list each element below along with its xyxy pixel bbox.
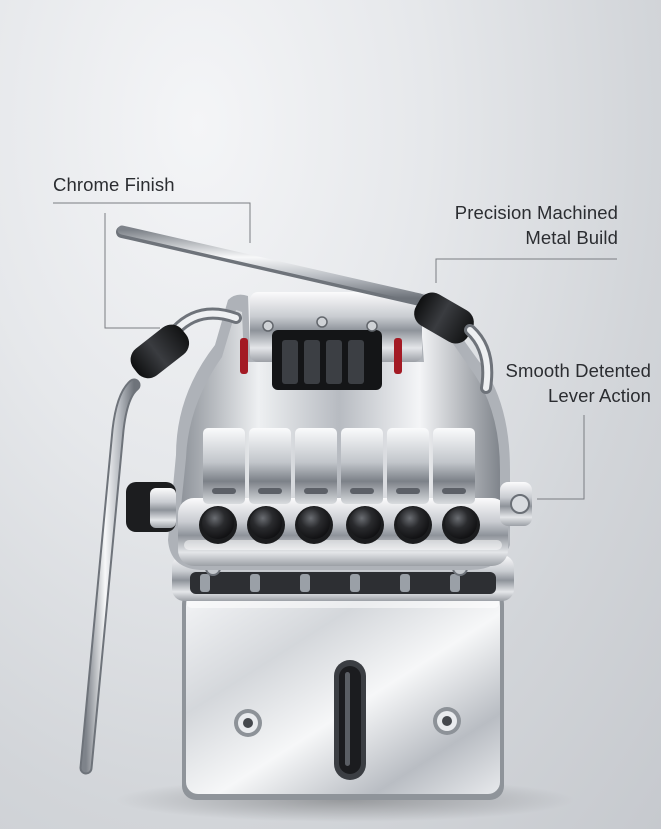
callout-chrome-finish: Chrome Finish bbox=[53, 172, 175, 197]
callout-precision-build: Precision Machined Metal Build bbox=[455, 200, 618, 250]
screw-hole-right bbox=[433, 707, 461, 735]
callout-lever-action-line-2: Lever Action bbox=[547, 385, 651, 406]
screw-hole-left bbox=[234, 709, 262, 737]
callout-chrome-finish-line-1: Chrome Finish bbox=[53, 174, 175, 195]
mounting-plate bbox=[182, 590, 504, 800]
pivot-bolt-left bbox=[126, 482, 176, 532]
callout-lever-action-line-1: Smooth Detented bbox=[505, 360, 651, 381]
callout-precision-build-line-1: Precision Machined bbox=[454, 202, 618, 223]
callout-precision-build-line-2: Metal Build bbox=[525, 227, 618, 248]
callout-lever-action: Smooth Detented Lever Action bbox=[506, 358, 651, 408]
tuning-knobs bbox=[199, 506, 480, 544]
string-saddles bbox=[203, 428, 475, 504]
pivot-bolt-right bbox=[500, 482, 532, 526]
